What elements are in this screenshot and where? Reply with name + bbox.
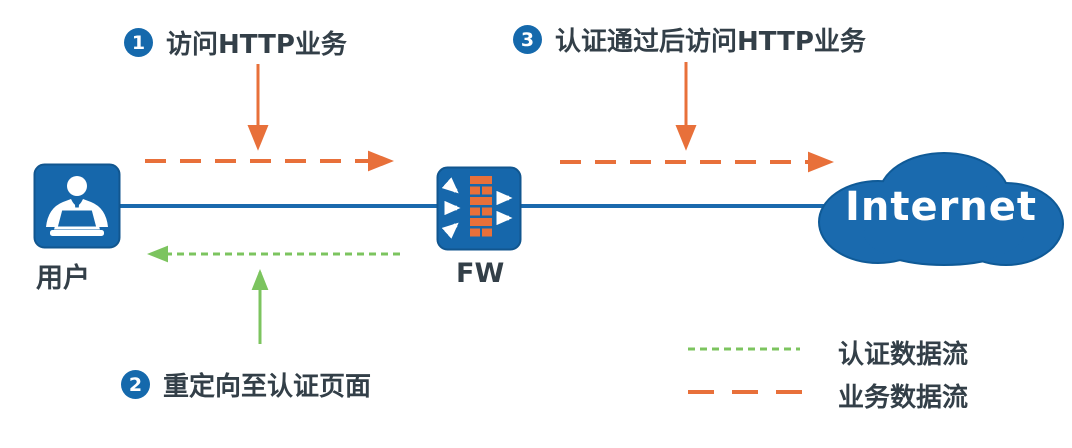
firewall-node-icon — [436, 166, 522, 251]
user-node-icon — [33, 163, 121, 249]
step-1-label: 访问HTTP业务 — [166, 30, 347, 60]
step-3-label: 认证通过后访问HTTP业务 — [555, 27, 866, 57]
step-2-label: 重定向至认证页面 — [163, 372, 372, 402]
internet-cloud-label: Internet — [844, 184, 1038, 230]
brick-wall-glyph — [470, 176, 492, 237]
step-1-badge: 1 — [124, 28, 153, 57]
step-2-annotation: 2 重定向至认证页面 — [121, 366, 371, 403]
step-1-annotation: 1 访问HTTP业务 — [124, 24, 347, 61]
firewall-node-label: FW — [456, 258, 505, 289]
step-3-badge: 3 — [513, 25, 542, 54]
internet-cloud-icon — [818, 152, 1064, 266]
legend-auth-label: 认证数据流 — [838, 340, 969, 370]
user-node-label: 用户 — [36, 263, 90, 294]
step-3-annotation: 3 认证通过后访问HTTP业务 — [513, 21, 866, 58]
legend-service-label: 业务数据流 — [838, 383, 969, 413]
step-2-badge: 2 — [121, 370, 150, 399]
traffic-arrows-glyph — [441, 177, 513, 239]
